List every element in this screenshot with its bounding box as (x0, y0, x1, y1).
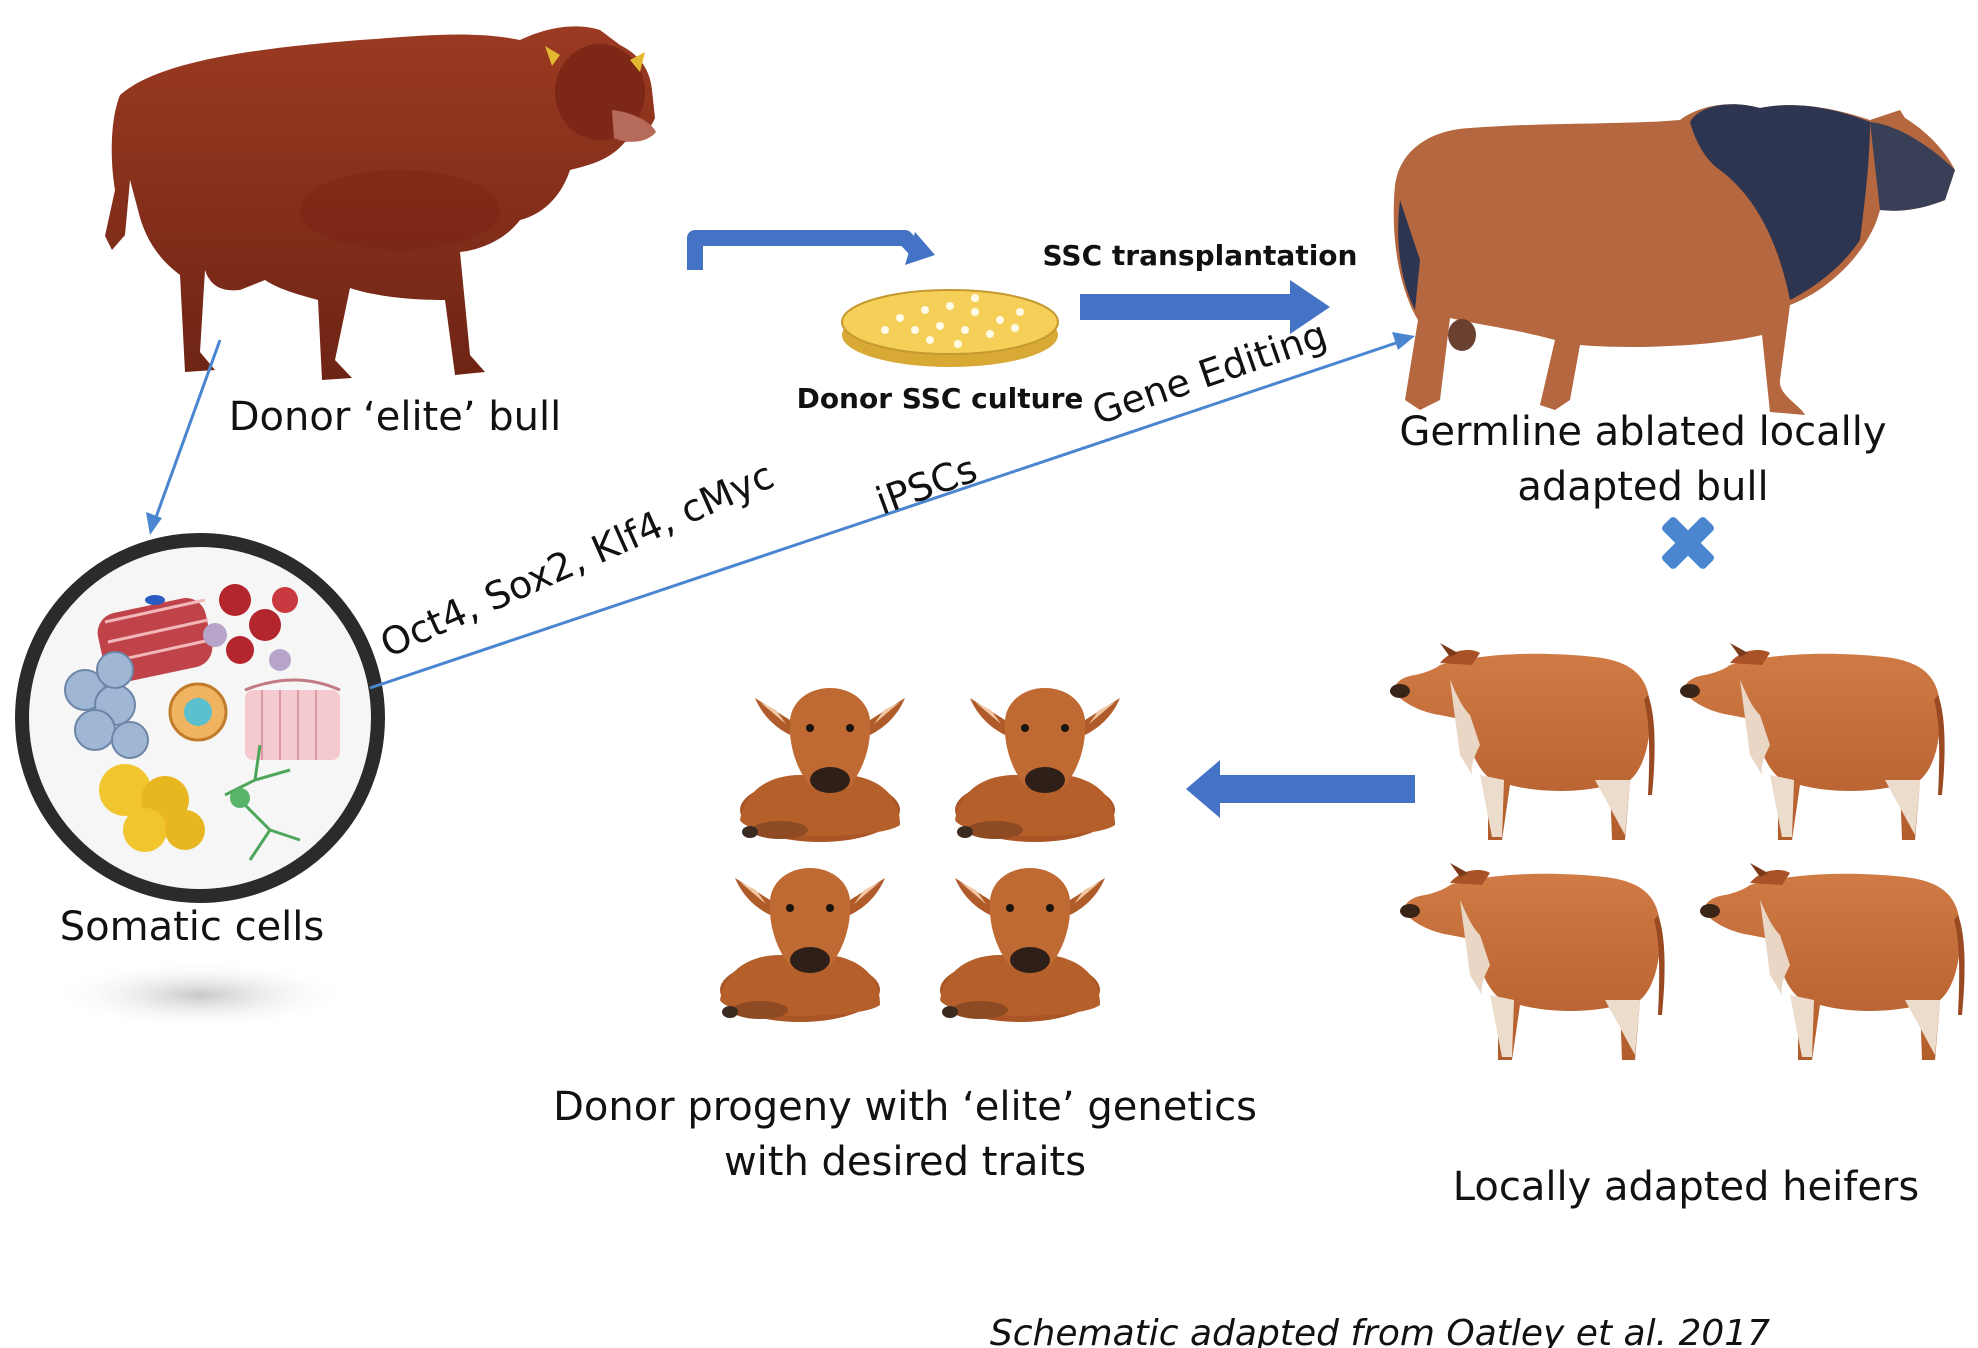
ssc-transplantation-label: SSC transplantation (1043, 239, 1358, 272)
heifers-image (1390, 643, 1965, 1060)
somatic-cells-image (22, 540, 378, 1030)
ssc-culture-dish-image (842, 290, 1058, 367)
germline-bull-label-line1: Germline ablated locally (1399, 409, 1886, 455)
cross-symbol-icon (1646, 501, 1731, 586)
reprogramming-factors-label: Oct4, Sox2, Klf4, cMyc (374, 453, 780, 666)
heifers-to-progeny-arrow (1186, 760, 1415, 818)
ipscs-label: iPSCs (870, 447, 983, 524)
bent-arrow-to-culture (695, 232, 935, 270)
progeny-label-line2: with desired traits (724, 1139, 1086, 1185)
heifers-label: Locally adapted heifers (1453, 1164, 1919, 1210)
progeny-label-line1: Donor progeny with ‘elite’ genetics (553, 1084, 1257, 1130)
germline-bull-image (1394, 104, 1955, 415)
germline-bull-label-line2: adapted bull (1517, 464, 1768, 510)
bull-to-somatic-arrow (146, 340, 220, 535)
citation-label: Schematic adapted from Oatley et al. 201… (990, 1313, 1770, 1348)
somatic-cells-label: Somatic cells (60, 904, 325, 950)
progeny-calves-image (720, 688, 1120, 1022)
donor-bull-image (105, 26, 656, 380)
gene-editing-label: Gene Editing (1087, 312, 1333, 433)
ssc-culture-label: Donor SSC culture (797, 382, 1084, 415)
donor-bull-label: Donor ‘elite’ bull (229, 394, 562, 440)
